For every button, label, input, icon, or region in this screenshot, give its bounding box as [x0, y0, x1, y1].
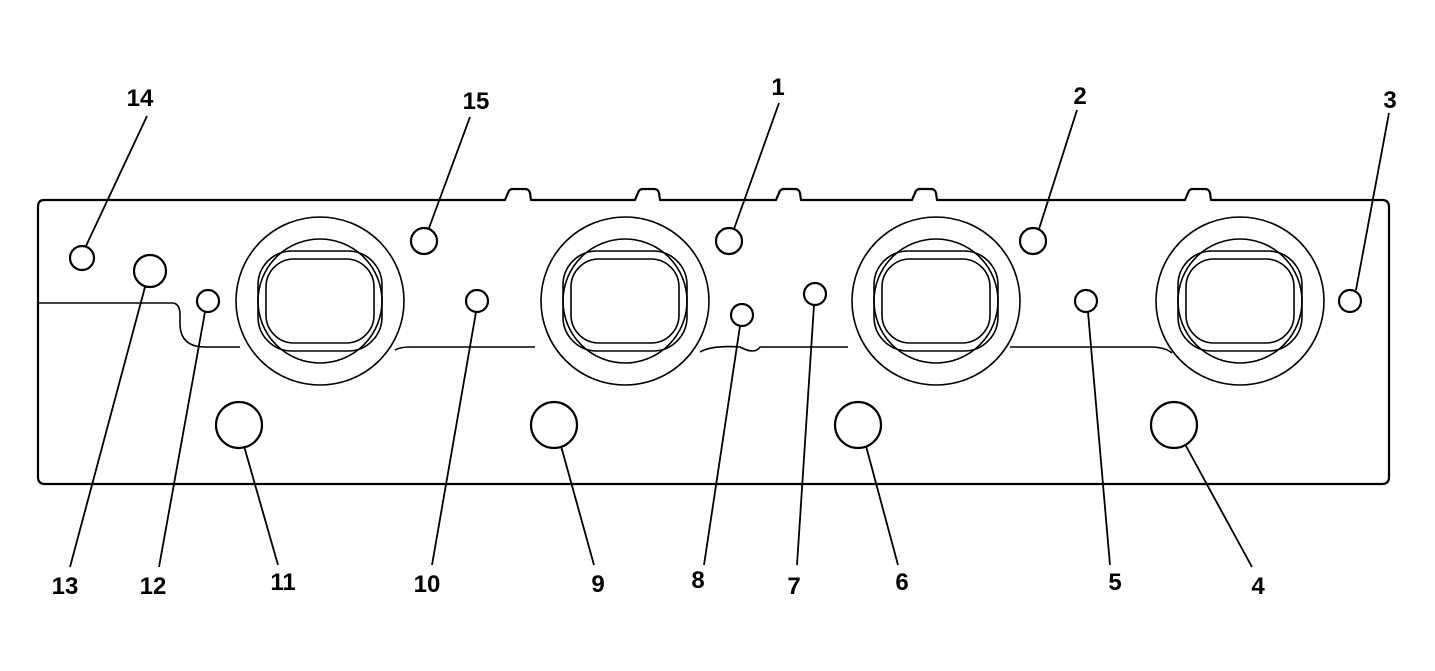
exhaust-port-2 — [540, 216, 710, 386]
bolt-hole-12 — [195, 288, 221, 314]
gasket-outline — [36, 187, 1391, 486]
callout-label-13: 13 — [52, 573, 79, 600]
bolt-hole-15 — [409, 226, 439, 256]
bolt-hole-1 — [714, 226, 744, 256]
callout-label-7: 7 — [787, 573, 800, 600]
bolt-hole-7 — [802, 281, 828, 307]
callout-label-11: 11 — [270, 569, 295, 596]
leader-line-15 — [428, 116, 471, 229]
leader-line-9 — [560, 445, 595, 566]
leader-line-14 — [85, 115, 148, 247]
callout-label-2: 2 — [1073, 83, 1086, 110]
callout-label-12: 12 — [140, 573, 167, 600]
leader-line-2 — [1038, 109, 1078, 230]
bolt-hole-4 — [1149, 400, 1199, 450]
bolt-hole-8 — [729, 302, 755, 328]
callout-label-9: 9 — [591, 571, 604, 598]
callout-label-5: 5 — [1108, 569, 1121, 596]
leader-line-5 — [1087, 311, 1111, 566]
bolt-hole-11 — [214, 400, 264, 450]
leader-line-10 — [431, 311, 477, 566]
callout-label-8: 8 — [691, 567, 704, 594]
callout-label-14: 14 — [127, 85, 154, 112]
leader-line-6 — [865, 445, 899, 566]
leader-line-11 — [243, 445, 279, 566]
leader-line-13 — [69, 286, 146, 568]
exhaust-port-1 — [235, 216, 405, 386]
exhaust-port-3 — [851, 216, 1021, 386]
leader-line-7 — [796, 304, 815, 566]
bolt-hole-6 — [833, 400, 883, 450]
callout-label-10: 10 — [414, 571, 441, 598]
bolt-hole-13 — [132, 253, 168, 289]
callout-label-6: 6 — [895, 569, 908, 596]
bolt-hole-10 — [464, 288, 490, 314]
leader-line-8 — [703, 325, 741, 566]
bolt-hole-2 — [1018, 226, 1048, 256]
callout-label-4: 4 — [1251, 573, 1265, 600]
bolt-hole-9 — [529, 400, 579, 450]
leader-line-3 — [1355, 112, 1390, 291]
gasket-inner-step — [38, 302, 1173, 354]
callout-label-3: 3 — [1383, 87, 1396, 114]
leader-line-1 — [733, 102, 780, 230]
leader-line-4 — [1185, 445, 1253, 568]
bolt-hole-5 — [1073, 288, 1099, 314]
leader-line-12 — [158, 311, 206, 568]
bolt-hole-3 — [1337, 288, 1363, 314]
callout-label-15: 15 — [463, 88, 490, 115]
bolt-hole-14 — [68, 244, 96, 272]
callout-label-1: 1 — [771, 74, 784, 101]
exhaust-port-4 — [1155, 216, 1325, 386]
